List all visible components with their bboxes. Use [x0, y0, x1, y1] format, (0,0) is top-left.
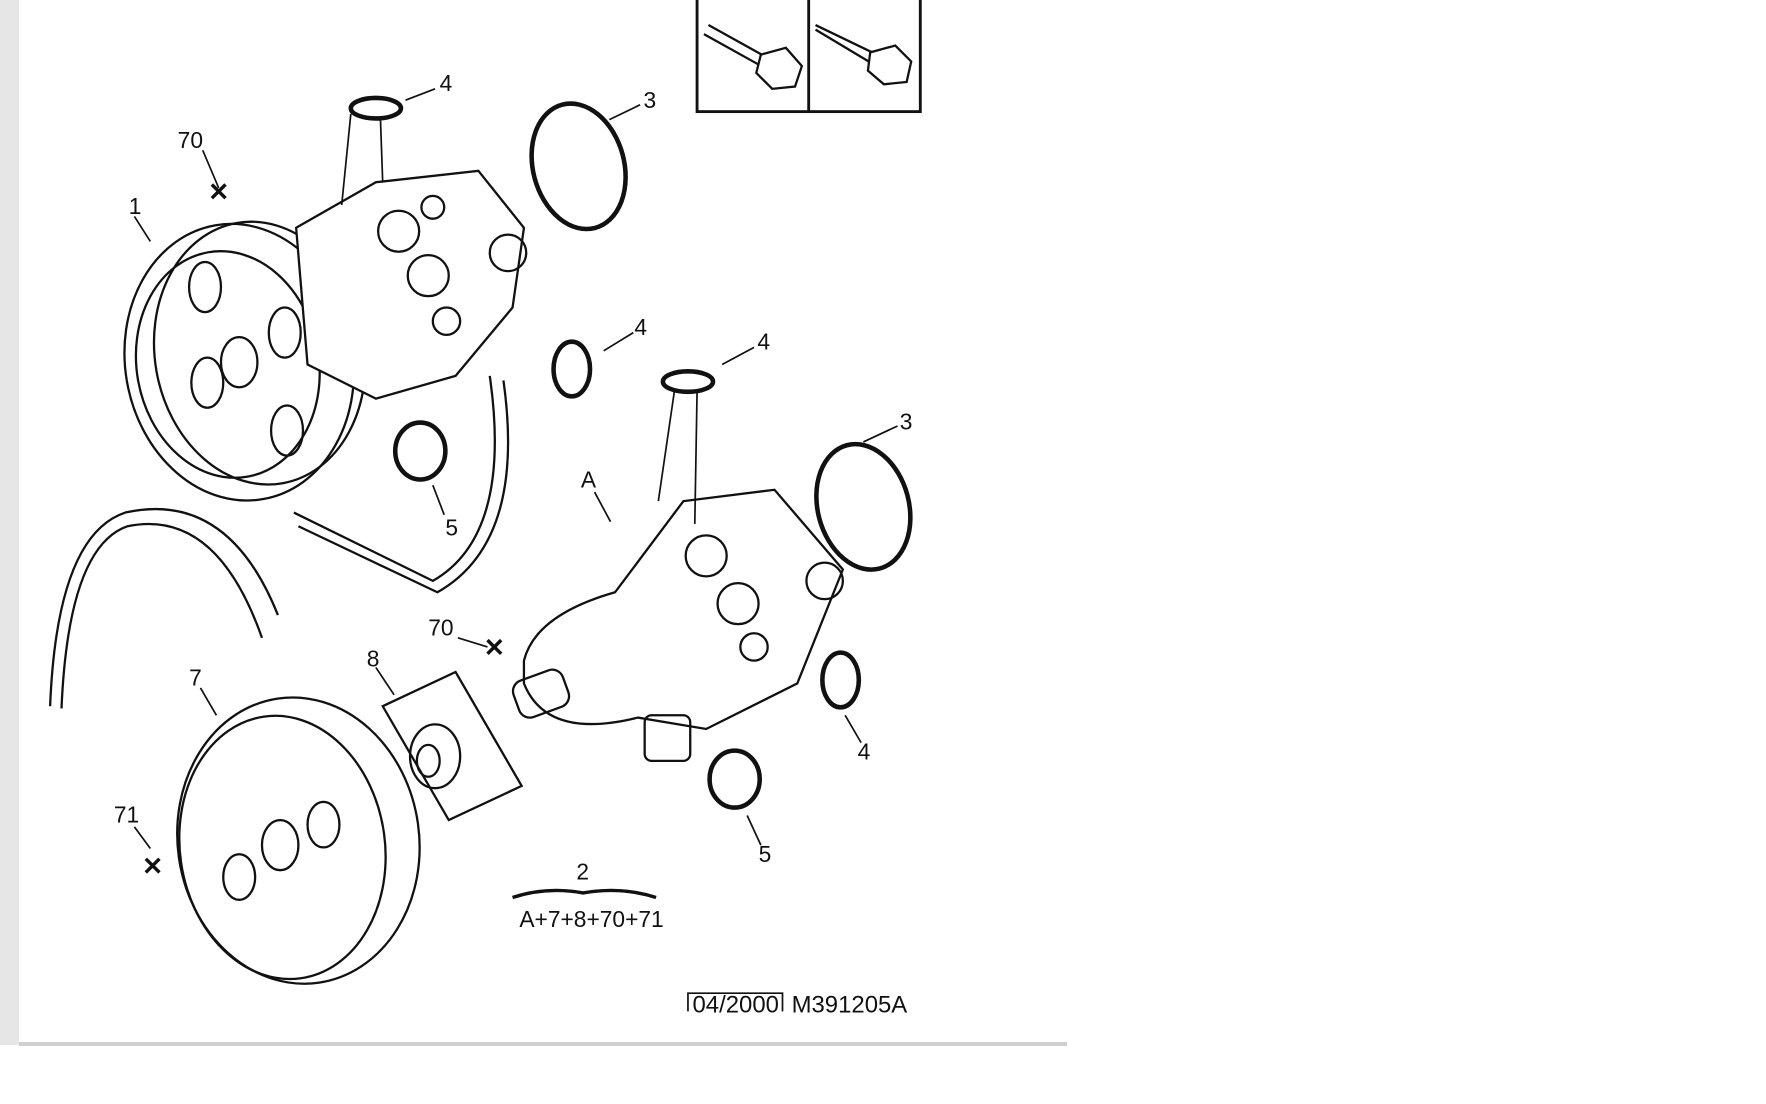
callout-1: 1: [129, 193, 142, 219]
callout-3: 3: [900, 408, 913, 434]
oring-3-top-icon: [529, 101, 628, 232]
date-box-frame: [687, 992, 784, 1012]
kit-contents: A+7+8+70+71: [519, 906, 663, 932]
bolt-71-icon: [814, 24, 913, 86]
callout-5: 5: [759, 841, 772, 867]
callout-70: 70: [428, 615, 453, 641]
callout-5: 5: [445, 514, 458, 540]
diagram-panel: [19, 0, 1067, 1046]
leader-lines: [133, 88, 898, 850]
diagram-date: 04/2000: [693, 992, 779, 1019]
screw-marks: [144, 183, 503, 874]
left-margin-bar: [0, 0, 19, 1045]
oring-4-icon: [820, 650, 862, 710]
bolt-70-icon: [703, 24, 804, 91]
callout-7: 7: [189, 665, 202, 691]
oring-5-icon: [707, 748, 762, 810]
oring-4-icon: [551, 339, 593, 399]
callout-71: 71: [114, 801, 139, 827]
oring-4-icon: [660, 369, 716, 395]
pulley-7-icon: [176, 696, 421, 985]
plate-8-icon: [381, 670, 524, 822]
callout-3: 3: [644, 87, 657, 113]
bolt-detail-box: [695, 0, 922, 114]
callout-4: 4: [440, 70, 453, 96]
callout-8: 8: [367, 645, 380, 671]
callout-4: 4: [634, 314, 647, 340]
oring-4-icon: [348, 95, 404, 121]
callout-4: 4: [858, 739, 871, 765]
pump-1-icon: [294, 169, 528, 400]
callout-A: A: [581, 466, 597, 492]
diagram-reference: M391205A: [792, 992, 908, 1019]
oring-5-icon: [392, 420, 448, 482]
oring-3-bottom-icon: [814, 441, 913, 572]
o-rings: [348, 95, 913, 810]
callout-4: 4: [757, 329, 770, 355]
callout-70: 70: [178, 127, 203, 153]
pump-A-icon: [511, 488, 845, 762]
callout-2: 2: [576, 858, 589, 884]
kit-brace: [512, 888, 657, 900]
drive-belt-icon: [48, 375, 510, 709]
